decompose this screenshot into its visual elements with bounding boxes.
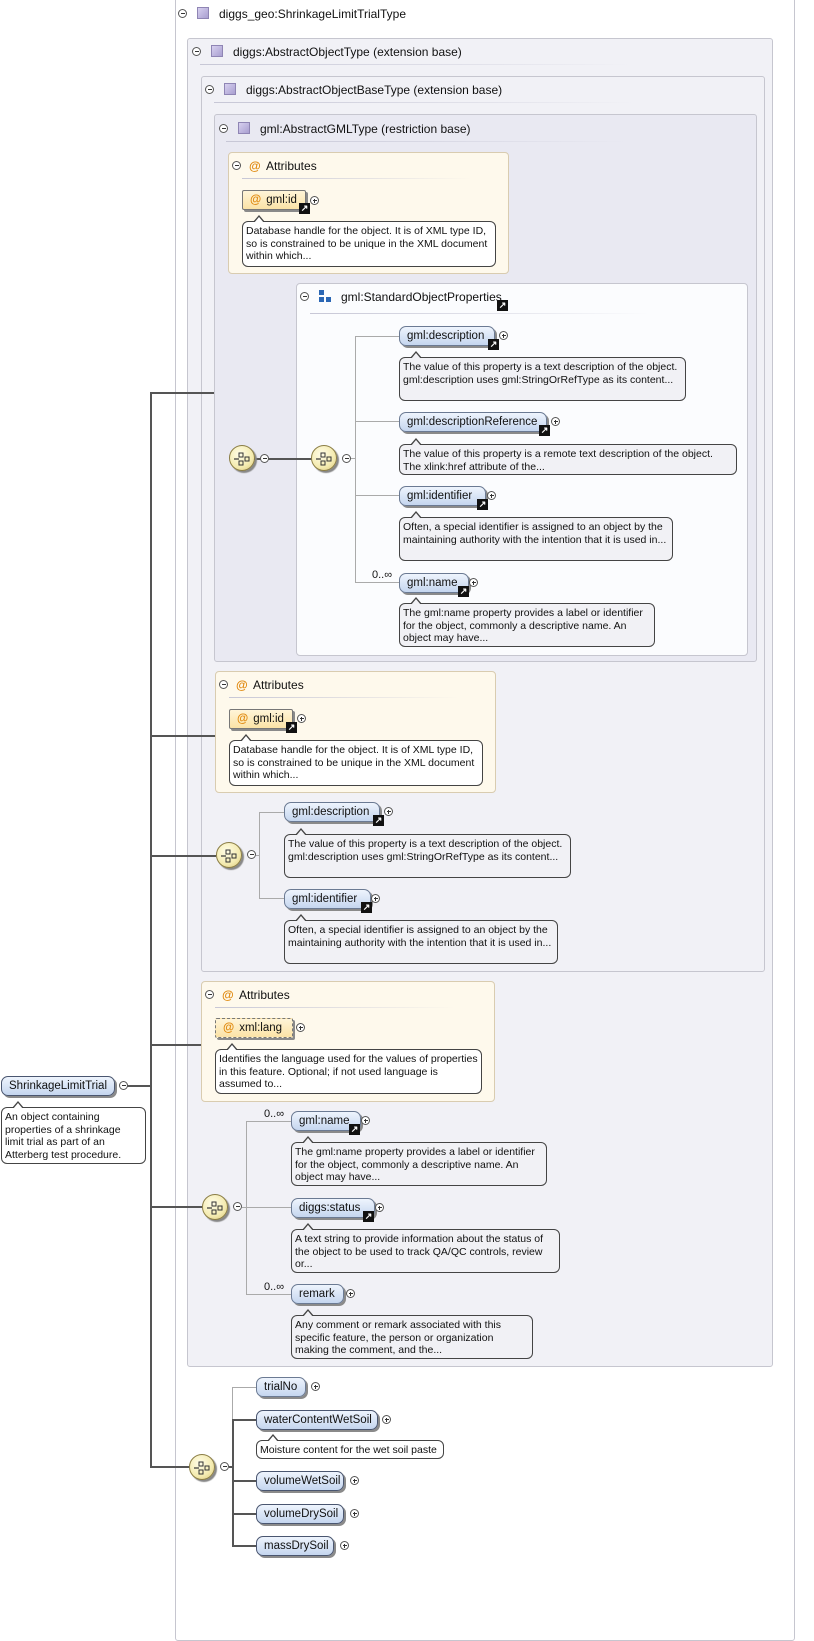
collapse-abstract-gml-icon[interactable] <box>219 124 228 133</box>
standard-props-title: gml:StandardObjectProperties <box>341 290 502 304</box>
std-identifier-doc: Often, a special identifier is assigned … <box>399 511 673 561</box>
std-identifier-element[interactable]: gml:identifier <box>399 486 486 506</box>
complex-type-icon <box>211 45 223 57</box>
collapse-abstract-object-icon[interactable] <box>192 47 201 56</box>
gml-id-attribute[interactable]: @gml:id <box>242 190 306 210</box>
sequence-compositor-icon[interactable] <box>216 842 242 868</box>
collapse-attributes-icon[interactable] <box>219 680 228 689</box>
object-name-doc: The gml:name property provides a label o… <box>291 1136 547 1186</box>
water-content-wet-soil-element[interactable]: waterContentWetSoil <box>256 1410 378 1430</box>
collapse-attributes-icon[interactable] <box>232 161 241 170</box>
reference-arrow-icon[interactable]: ↗ <box>497 300 508 311</box>
std-name-doc: The gml:name property provides a label o… <box>399 597 655 647</box>
expand-icon[interactable] <box>297 714 306 723</box>
xml-lang-attribute[interactable]: @xml:lang <box>215 1018 293 1038</box>
base-description-element[interactable]: gml:description <box>284 802 380 822</box>
xml-lang-doc: Identifies the language used for the val… <box>215 1043 482 1094</box>
expand-icon[interactable] <box>350 1509 359 1518</box>
name-cardinality: 0..∞ <box>372 569 393 581</box>
base-description-doc: The value of this property is a text des… <box>284 828 571 878</box>
diggs-status-element[interactable]: diggs:status <box>291 1198 375 1218</box>
shrinkage-limit-trial-element[interactable]: ShrinkageLimitTrial <box>1 1076 115 1096</box>
remark-doc: Any comment or remark associated with th… <box>291 1309 533 1359</box>
expand-icon[interactable] <box>340 1541 349 1550</box>
base-identifier-element[interactable]: gml:identifier <box>284 889 371 909</box>
base-gml-id-attribute[interactable]: @gml:id <box>229 709 293 729</box>
std-description-doc: The value of this property is a text des… <box>399 351 686 401</box>
collapse-sequence-icon[interactable] <box>260 454 269 463</box>
reference-arrow-icon[interactable]: ↗ <box>477 499 488 510</box>
expand-icon[interactable] <box>346 1289 355 1298</box>
collapse-sequence-icon[interactable] <box>342 454 351 463</box>
sequence-compositor-icon[interactable] <box>189 1454 215 1480</box>
type-title: diggs_geo:ShrinkageLimitTrialType <box>219 7 406 21</box>
abstract-gml-title: gml:AbstractGMLType (restriction base) <box>260 122 471 136</box>
reference-arrow-icon[interactable]: ↗ <box>286 722 297 733</box>
expand-icon[interactable] <box>350 1476 359 1485</box>
gml-id-doc: Database handle for the object. It is of… <box>242 215 496 267</box>
expand-icon[interactable] <box>296 1023 305 1032</box>
collapse-sequence-icon[interactable] <box>233 1202 242 1211</box>
reference-arrow-icon[interactable]: ↗ <box>458 586 469 597</box>
expand-icon[interactable] <box>311 1382 320 1391</box>
collapse-type-icon[interactable] <box>178 9 187 18</box>
collapse-group-icon[interactable] <box>300 292 309 301</box>
std-description-reference-element[interactable]: gml:descriptionReference <box>399 412 547 432</box>
reference-arrow-icon[interactable]: ↗ <box>539 425 550 436</box>
reference-arrow-icon[interactable]: ↗ <box>363 1211 374 1222</box>
sequence-compositor-icon[interactable] <box>311 445 337 471</box>
expand-icon[interactable] <box>384 807 393 816</box>
complex-type-icon <box>224 83 236 95</box>
expand-icon[interactable] <box>382 1415 391 1424</box>
attributes-label: Attributes <box>266 159 317 173</box>
reference-arrow-icon[interactable]: ↗ <box>361 902 372 913</box>
complex-type-icon <box>238 122 250 134</box>
volume-wet-soil-element[interactable]: volumeWetSoil <box>256 1471 344 1491</box>
collapse-sequence-icon[interactable] <box>220 1462 229 1471</box>
attribute-icon: @ <box>249 159 261 173</box>
expand-icon[interactable] <box>499 331 508 340</box>
attributes-label: Attributes <box>239 988 290 1002</box>
std-name-element[interactable]: gml:name <box>399 573 469 593</box>
collapse-sequence-icon[interactable] <box>247 850 256 859</box>
name-cardinality: 0..∞ <box>264 1108 285 1120</box>
object-name-element[interactable]: gml:name <box>291 1111 361 1131</box>
water-content-doc: Moisture content for the wet soil paste <box>256 1434 444 1459</box>
collapse-element-icon[interactable] <box>119 1081 128 1090</box>
mass-dry-soil-element[interactable]: massDrySoil <box>256 1536 334 1556</box>
attributes-label: Attributes <box>253 678 304 692</box>
trial-no-element[interactable]: trialNo <box>256 1377 306 1397</box>
std-description-element[interactable]: gml:description <box>399 326 495 346</box>
attribute-icon: @ <box>222 988 234 1002</box>
group-icon <box>319 290 333 304</box>
expand-icon[interactable] <box>310 196 319 205</box>
collapse-attributes-icon[interactable] <box>205 990 214 999</box>
root-element-doc: An object containing properties of a shr… <box>1 1101 146 1164</box>
attribute-icon: @ <box>236 678 248 692</box>
abstract-object-base-title: diggs:AbstractObjectBaseType (extension … <box>246 83 503 97</box>
reference-arrow-icon[interactable]: ↗ <box>349 1124 360 1135</box>
reference-arrow-icon[interactable]: ↗ <box>299 203 310 214</box>
std-description-reference-doc: The value of this property is a remote t… <box>399 438 737 475</box>
complex-type-icon <box>197 7 209 19</box>
abstract-object-title: diggs:AbstractObjectType (extension base… <box>233 45 462 59</box>
reference-arrow-icon[interactable]: ↗ <box>488 339 499 350</box>
expand-icon[interactable] <box>469 578 478 587</box>
expand-icon[interactable] <box>371 894 380 903</box>
remark-element[interactable]: remark <box>291 1284 344 1304</box>
expand-icon[interactable] <box>487 491 496 500</box>
collapse-abstract-object-base-icon[interactable] <box>205 85 214 94</box>
sequence-compositor-icon[interactable] <box>229 445 255 471</box>
expand-icon[interactable] <box>361 1116 370 1125</box>
expand-icon[interactable] <box>375 1203 384 1212</box>
remark-cardinality: 0..∞ <box>264 1281 285 1293</box>
base-identifier-doc: Often, a special identifier is assigned … <box>284 914 558 964</box>
base-gml-id-doc: Database handle for the object. It is of… <box>229 734 483 786</box>
diggs-status-doc: A text string to provide information abo… <box>291 1223 560 1273</box>
reference-arrow-icon[interactable]: ↗ <box>373 815 384 826</box>
volume-dry-soil-element[interactable]: volumeDrySoil <box>256 1504 344 1524</box>
expand-icon[interactable] <box>551 417 560 426</box>
sequence-compositor-icon[interactable] <box>202 1194 228 1220</box>
